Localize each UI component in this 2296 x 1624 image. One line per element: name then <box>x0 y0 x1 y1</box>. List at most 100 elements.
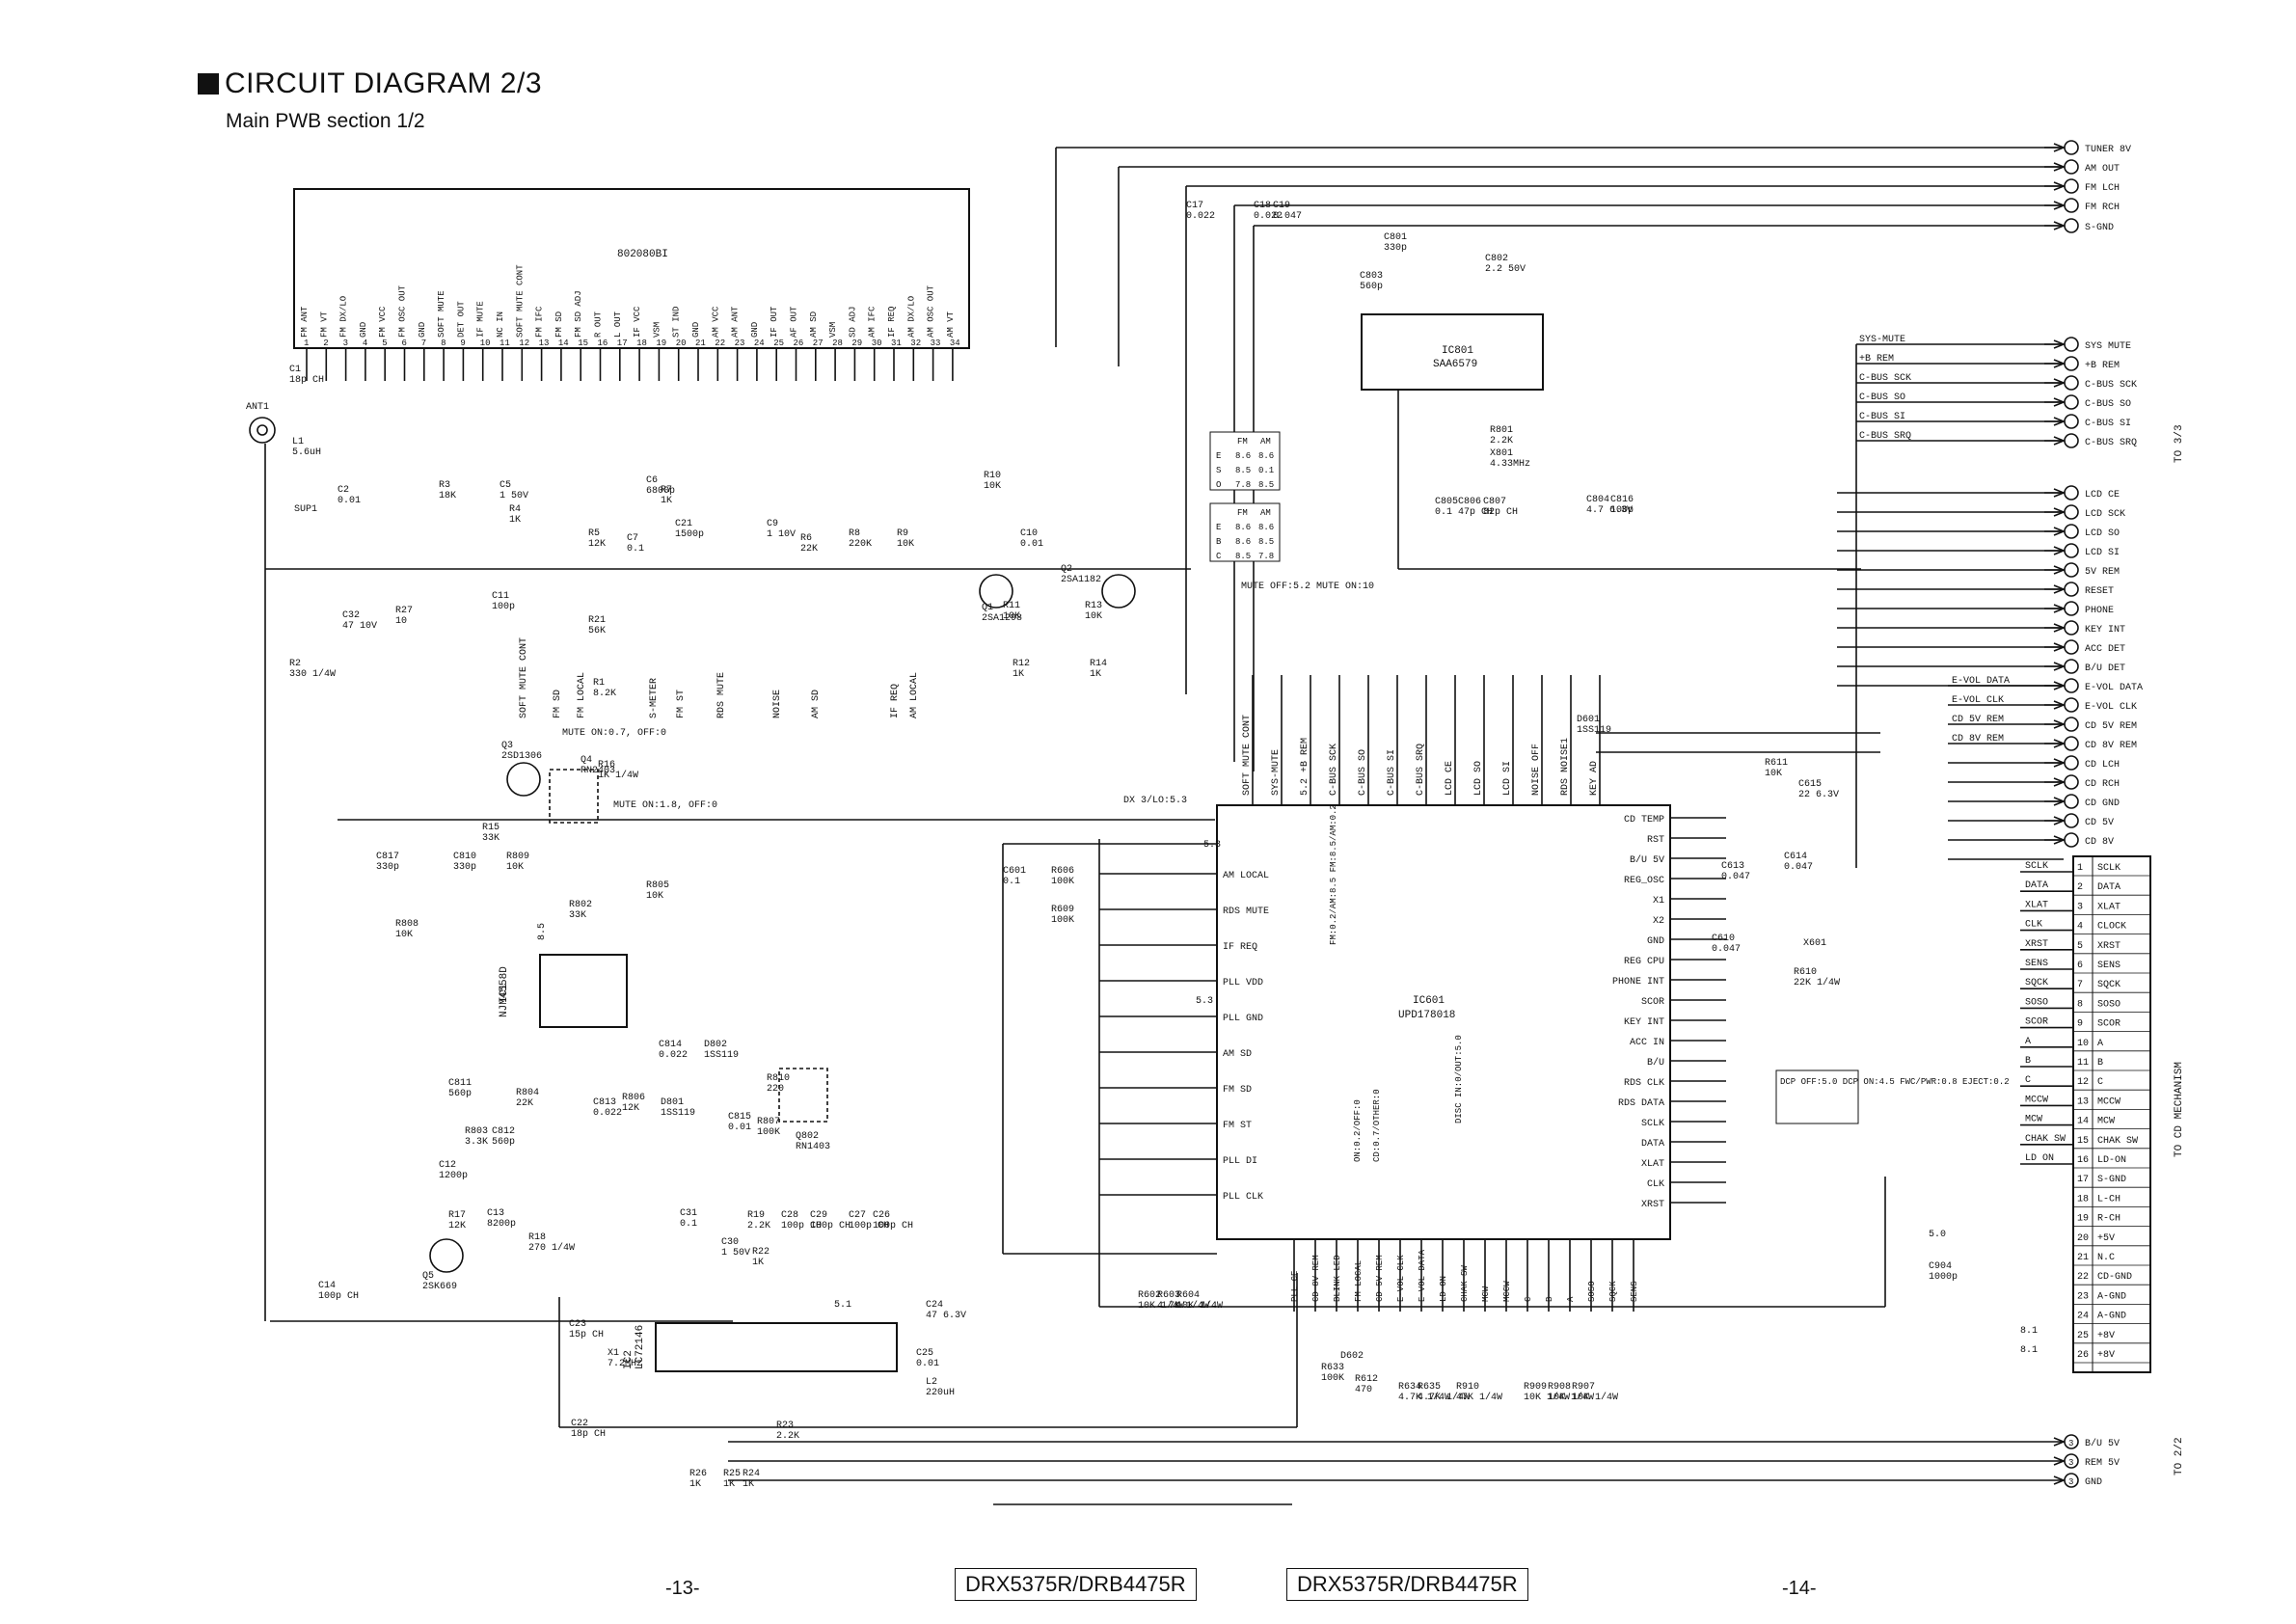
cd-pin-name: +8V <box>2097 1331 2115 1341</box>
tuner-pin-number: 7 <box>421 338 426 348</box>
connector-signal-name: RESET <box>2085 586 2114 597</box>
ic601-right-pin: CD TEMP <box>1624 815 1664 826</box>
tuner-pin-number: 5 <box>382 338 387 348</box>
ic601-bottom-pin: C <box>1524 1296 1533 1302</box>
tuner-pin-name: FM VCC <box>378 306 388 338</box>
component-value: 2SA1182 <box>1061 575 1101 585</box>
cd-wire-label: SCOR <box>2025 1017 2048 1028</box>
component-ref: C811 <box>448 1078 472 1089</box>
cd-wire-label: MCW <box>2025 1115 2042 1125</box>
tuner-pin-name: GND <box>418 322 427 338</box>
component-value: 100p CH <box>810 1221 851 1232</box>
arrow-right-icon <box>2053 777 2066 787</box>
connector-signal-name: CD GND <box>2085 798 2120 809</box>
component-ref: C610 <box>1712 934 1735 944</box>
ic601-bottom-pin: E-VOL DATA <box>1418 1249 1427 1302</box>
cd-wire-label: XLAT <box>2025 900 2048 910</box>
ic601-right-pin: SCOR <box>1641 997 1664 1008</box>
tuner-pin-number: 8 <box>441 338 446 348</box>
tuner-pin-name: L OUT <box>613 311 623 338</box>
component-ref: R634 <box>1398 1382 1421 1393</box>
cd-pin-number: 21 <box>2077 1253 2089 1263</box>
ic601-bottom-pin: SENS <box>1630 1281 1639 1302</box>
ic601-right-pin: RDS DATA <box>1618 1098 1664 1109</box>
component-value: 0.1 <box>627 544 644 555</box>
arrow-right-icon <box>2053 507 2066 517</box>
ic601-right-pin: X2 <box>1653 916 1664 927</box>
tuner-pin-number: 25 <box>773 338 784 348</box>
component-ref: C810 <box>453 852 476 862</box>
component-ref: R7 <box>661 485 672 496</box>
tuner-net-label: RDS MUTE <box>716 672 727 718</box>
page-subtitle: Main PWB section 1/2 <box>226 110 425 132</box>
cd-pin-name: +5V <box>2097 1233 2115 1244</box>
ic601-bottom-pin: FM LOCAL <box>1354 1260 1364 1302</box>
connector-terminal-icon <box>2064 414 2079 429</box>
component-value: 0.01 <box>916 1359 939 1369</box>
component-value: 18p CH <box>289 375 324 386</box>
component-ref: R24 <box>743 1469 760 1479</box>
ic601-left-pin: PLL DI <box>1223 1156 1257 1167</box>
cd-wire-label: SOSO <box>2025 997 2048 1008</box>
tuner-pin-name: AM ANT <box>731 306 741 338</box>
wire-sys-mute: SYS-MUTE <box>1859 335 1905 345</box>
ic601-left-pin: RDS MUTE <box>1223 907 1269 917</box>
component-ref: R19 <box>747 1210 765 1221</box>
arrow-right-icon <box>2053 546 2066 555</box>
cd-pin-number: 13 <box>2077 1096 2089 1107</box>
component-ref: Q2 <box>1061 564 1072 575</box>
connector-terminal-icon <box>2064 543 2079 558</box>
arrow-right-icon <box>2053 565 2066 575</box>
connector-terminal-icon <box>2064 198 2079 213</box>
connector-pin-number: 3 <box>2068 1439 2073 1448</box>
annotation-cd5v: CD:0.7/OTHER:0 <box>1372 1089 1382 1162</box>
component-ref: X801 <box>1490 448 1513 459</box>
component-ref: R13 <box>1085 601 1102 611</box>
component-value: 0.047 <box>1721 872 1750 882</box>
component-value: 0.022 <box>593 1108 622 1119</box>
cd-pin-name: C <box>2097 1077 2103 1088</box>
tuner-pin-number: 10 <box>480 338 491 348</box>
component-ref: C17 <box>1186 201 1203 211</box>
cd-pin-number: 15 <box>2077 1136 2089 1147</box>
arrow-right-icon <box>2053 835 2066 845</box>
ic601-part: UPD178018 <box>1398 1010 1455 1021</box>
component-label: ANT1 <box>246 402 269 413</box>
component-ref: C801 <box>1384 232 1407 243</box>
component-ref: X601 <box>1803 938 1826 949</box>
ic601-right-pin: B/U <box>1647 1057 1664 1069</box>
tuner-pin-number: 13 <box>539 338 550 348</box>
ic601-left-pin: FM SD <box>1223 1085 1252 1096</box>
connector-signal-name: SYS MUTE <box>2085 341 2131 352</box>
tuner-pin-name: AF OUT <box>790 306 799 338</box>
component-ref: C27 <box>849 1210 866 1221</box>
cd-wire-label: CLK <box>2025 920 2042 931</box>
connector-terminal-icon <box>2064 356 2079 371</box>
tuner-pin-number: 33 <box>931 338 941 348</box>
arrow-right-icon <box>2053 1437 2066 1447</box>
tuner-pin-name: GND <box>359 322 368 338</box>
page-number-right: -14- <box>1782 1578 1817 1599</box>
tuner-net-label: AM LOCAL <box>909 672 920 718</box>
annotation-mute-q3: MUTE ON:0.7, OFF:0 <box>562 728 666 739</box>
cd-pin-name: A-GND <box>2097 1291 2126 1302</box>
tuner-pin-name: VSM <box>828 322 838 338</box>
model-label-right: DRX5375R/DRB4475R <box>1286 1568 1528 1601</box>
